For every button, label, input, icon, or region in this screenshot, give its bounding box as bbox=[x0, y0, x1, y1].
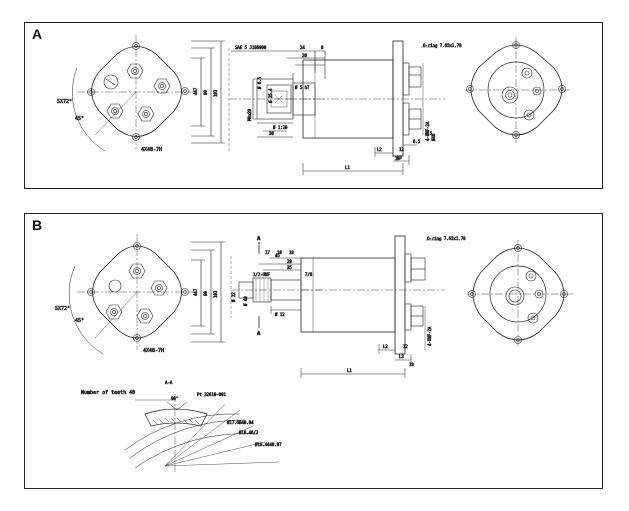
a-spline-spec: SAE 5 J186090 bbox=[235, 45, 267, 50]
b-dim-35: 35 bbox=[287, 265, 292, 270]
b-thread-spec: 1/2-UNF bbox=[253, 272, 270, 277]
b-port-fittings bbox=[105, 263, 168, 324]
b-front-view bbox=[68, 234, 225, 355]
b-dim-d40: Ø 40 bbox=[243, 296, 248, 306]
b-section-detail bbox=[124, 394, 280, 474]
a-dim-d5h7: Ø 5 h7 bbox=[295, 85, 310, 90]
b-dim-18: 18 bbox=[409, 362, 414, 367]
b-dim-d22: Ø 22 bbox=[231, 292, 236, 302]
b-angle-45: 45° bbox=[75, 318, 84, 324]
a-rear-view bbox=[465, 37, 570, 143]
a-dim-d40: Ø40 bbox=[431, 133, 436, 141]
a-dim-13: 13 bbox=[395, 156, 400, 161]
b-dim-12: 12 bbox=[403, 344, 408, 349]
a-dim-65: 6.5 bbox=[413, 139, 421, 144]
a-dim-d254: Ø 25.4 bbox=[268, 88, 273, 103]
b-port-thread: 4-UNF-2A bbox=[427, 326, 432, 346]
b-dim-d12: Ø 12 bbox=[275, 312, 285, 317]
a-dim-90: 90 bbox=[203, 90, 208, 95]
panel-a-label: A bbox=[32, 26, 43, 42]
panel-a: A bbox=[24, 22, 603, 189]
a-shaft-view bbox=[228, 48, 326, 151]
a-dim-8: 8 bbox=[321, 45, 324, 50]
panel-b: B 5X72° 45° 4X48-7H 447 bbox=[24, 213, 603, 489]
b-dim-10: 10 bbox=[277, 250, 282, 255]
b-section-angle: 90° bbox=[171, 396, 178, 401]
a-thread-4x48: 4X48-7H bbox=[141, 147, 162, 153]
a-dim-taper: Ø 1:20 bbox=[273, 125, 288, 130]
b-shaft-view bbox=[230, 242, 325, 328]
b-section-spec: Pt 32610-001 bbox=[197, 392, 226, 397]
a-dim-m8: M8x20 bbox=[247, 108, 252, 121]
a-dim-l1: L1 bbox=[345, 165, 350, 170]
a-dim-447: 447 bbox=[193, 87, 198, 95]
a-angle-5x72: 5X72° bbox=[57, 99, 72, 105]
b-dim-l3: L3 bbox=[399, 354, 404, 359]
a-dim-l3: L3 bbox=[397, 155, 402, 160]
b-motor-body bbox=[300, 235, 445, 378]
b-section-mark-bottom: A bbox=[257, 331, 261, 337]
b-thread-4x48: 4X48-7H bbox=[143, 348, 164, 354]
panel-b-label: B bbox=[32, 217, 43, 233]
b-dim-l2: L2 bbox=[383, 344, 388, 349]
b-angle-5x72: 5X72° bbox=[55, 306, 70, 312]
a-port-fittings bbox=[106, 63, 171, 122]
b-section-title: A-A bbox=[165, 380, 173, 385]
a-dim-24: 24 bbox=[300, 45, 305, 50]
a-front-view bbox=[72, 35, 225, 152]
a-dim-12: 12 bbox=[399, 147, 404, 152]
b-oring: O-ring 7.65x1.78 bbox=[427, 236, 466, 241]
b-dim-78: 7/8 bbox=[305, 272, 313, 277]
a-dim-45: 4.5 bbox=[425, 131, 433, 136]
b-section-diam-3: Ø18.4440.07 bbox=[255, 442, 282, 447]
a-motor-body bbox=[275, 40, 445, 175]
a-oring: O-ring 7.65x1.78 bbox=[423, 43, 462, 48]
b-dim-19: 19 bbox=[289, 250, 294, 255]
a-dim-20: 20 bbox=[302, 53, 307, 58]
a-dim-l2: L2 bbox=[377, 147, 382, 152]
a-angle-45: 45° bbox=[75, 116, 84, 122]
b-rear-view bbox=[467, 240, 573, 348]
a-dim-38: 38 bbox=[269, 131, 274, 136]
panel-b-drawing: 5X72° 45° 4X48-7H 447 90 103 A A 17 10 1… bbox=[55, 234, 573, 474]
b-section-mark-top: A bbox=[257, 236, 261, 242]
a-dim-103: 103 bbox=[213, 89, 218, 97]
b-dim-90: 90 bbox=[203, 291, 208, 296]
a-port-thread: 4-UNF-2A bbox=[425, 121, 430, 141]
b-section-diam-1: Ø17.6840.04 bbox=[227, 420, 254, 425]
b-dim-103: 103 bbox=[213, 290, 218, 298]
panel-a-drawing: 5X72° 45° 4X48-7H 447 90 103 SAE 5 J1860… bbox=[57, 35, 570, 175]
a-dim-d65: Ø 6.5 bbox=[257, 76, 262, 89]
b-dim-l1: L1 bbox=[347, 368, 352, 373]
b-dim-17: 17 bbox=[265, 250, 270, 255]
b-dim-20: 20 bbox=[287, 259, 292, 264]
b-dim-447: 447 bbox=[193, 288, 198, 296]
b-section-diam-2: Ø18.46/2 bbox=[239, 430, 259, 435]
b-dim-45: 45 bbox=[275, 253, 280, 258]
b-teeth-label: Number of teeth 40 bbox=[81, 390, 135, 396]
